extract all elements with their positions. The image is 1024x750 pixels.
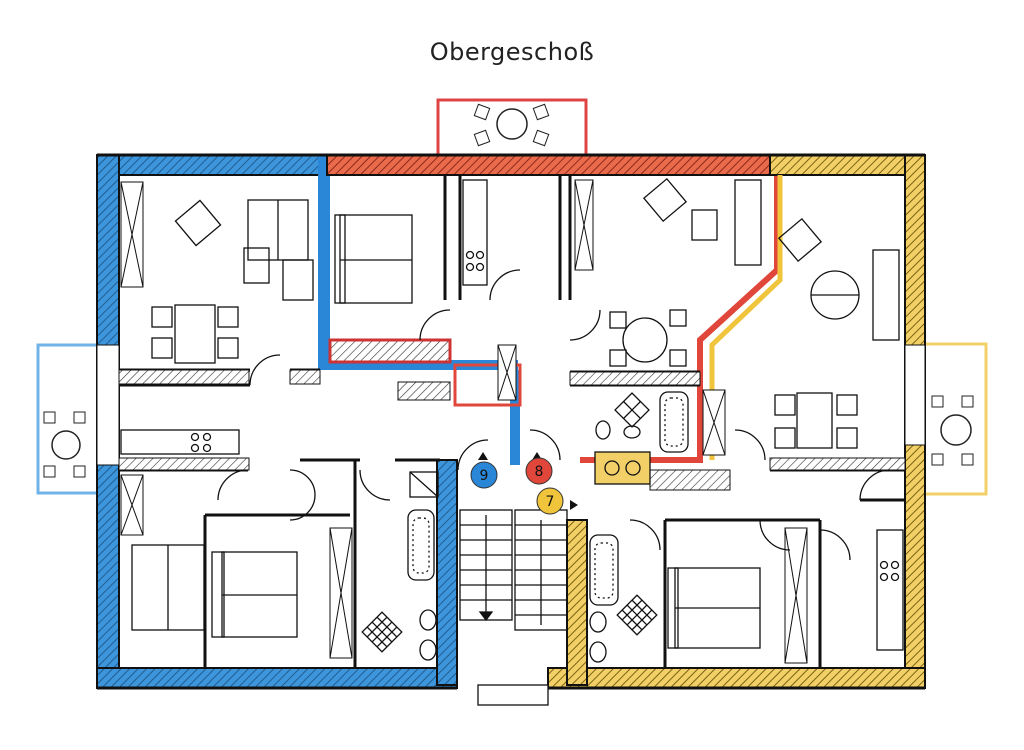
balcony-right: [922, 342, 988, 496]
staircase: [459, 509, 568, 706]
beds: [131, 214, 761, 649]
kitchens: [120, 179, 904, 651]
unit-8-walls: [326, 154, 780, 463]
living-furniture: [151, 177, 900, 449]
bathrooms: [361, 391, 689, 663]
unit-label-9: 9: [480, 468, 489, 484]
unit-badge-8: 8: [525, 457, 553, 485]
floor-title: Obergeschoß: [429, 38, 595, 66]
unit-badge-7: 7: [536, 487, 564, 515]
balcony-top: [436, 98, 588, 157]
outer-frame: [97, 153, 925, 690]
unit-label-8: 8: [535, 464, 544, 480]
unit-label-7: 7: [546, 494, 555, 510]
door-swings: [217, 269, 891, 561]
hatched-partitions: [118, 179, 906, 664]
unit-badge-9: 9: [470, 461, 498, 489]
